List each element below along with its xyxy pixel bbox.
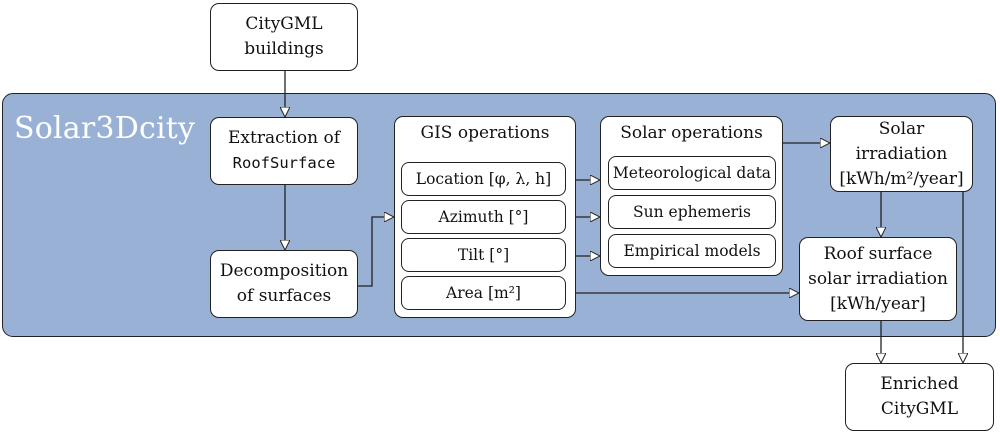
irradiation-line2: [kWh/m²/year]	[839, 168, 964, 189]
decomposition-line2: of surfaces	[236, 286, 332, 306]
citygml-buildings-box: CityGML buildings	[210, 3, 358, 71]
output-line1: Enriched	[880, 374, 959, 394]
roof-surface-irradiation-box: Roof surface solar irradiation [kWh/year…	[799, 237, 957, 321]
extraction-box: Extraction of RoofSurface	[210, 117, 358, 185]
solar-item-ephemeris: Sun ephemeris	[608, 195, 776, 229]
input-line2: buildings	[244, 39, 324, 59]
roof-line2: solar irradiation	[808, 268, 948, 289]
roof-line3: [kWh/year]	[830, 293, 926, 314]
extraction-line2: RoofSurface	[232, 154, 336, 172]
solar-ops-title: Solar operations	[620, 123, 763, 143]
decomposition-line1: Decomposition	[219, 261, 349, 281]
solar-irradiation-box: Solar irradiation [kWh/m²/year]	[830, 116, 973, 192]
irradiation-line1: Solar irradiation	[855, 118, 948, 164]
roof-line1: Roof surface	[823, 243, 933, 264]
decomposition-box: Decomposition of surfaces	[210, 250, 358, 318]
extraction-line1: Extraction of	[228, 128, 340, 148]
gis-item-location: Location [φ, λ, h]	[401, 162, 566, 196]
gis-item-area: Area [m²]	[401, 276, 566, 310]
gis-title: GIS operations	[420, 123, 550, 143]
gis-item-azimuth: Azimuth [°]	[401, 200, 566, 234]
panel-title: Solar3Dcity	[14, 111, 196, 146]
gis-item-tilt: Tilt [°]	[401, 238, 566, 272]
enriched-citygml-box: Enriched CityGML	[845, 363, 994, 431]
solar-item-meteorological: Meteorological data	[608, 156, 776, 190]
input-line1: CityGML	[245, 14, 323, 34]
solar-item-models: Empirical models	[608, 234, 776, 268]
output-line2: CityGML	[880, 399, 959, 419]
